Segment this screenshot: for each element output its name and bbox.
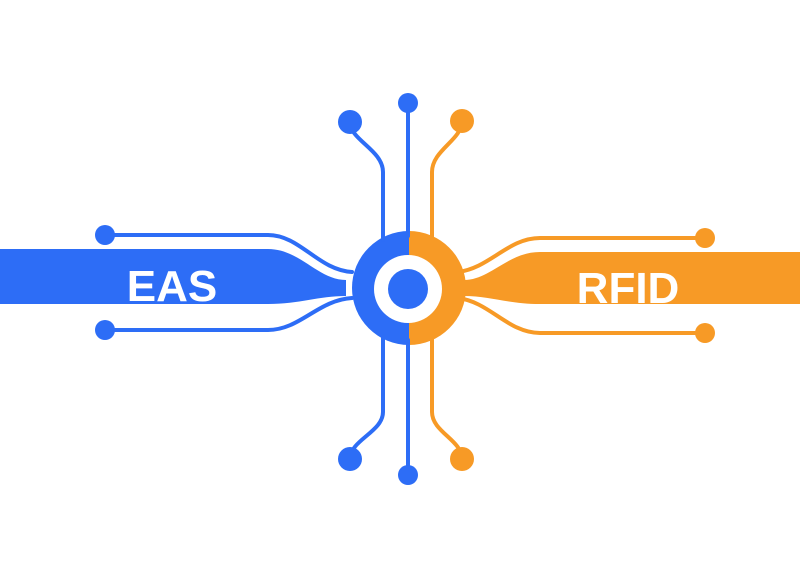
upper-left-trace [348, 120, 385, 242]
eas-trace-lower-node [95, 320, 115, 340]
lower-left-trace [348, 334, 385, 461]
lower-right-node [450, 447, 474, 471]
rfid-trace-lower-node [695, 323, 715, 343]
rfid-trace-upper-node [695, 228, 715, 248]
lower-left-node [338, 447, 362, 471]
eas-trace-upper-node [95, 225, 115, 245]
lower-center-node [398, 465, 418, 485]
rfid-label: RFID [577, 264, 680, 313]
eas-label: EAS [127, 262, 217, 311]
rfid-trace-lower [456, 296, 707, 335]
rfid-trace-upper [456, 236, 707, 274]
eas-trace-lower [103, 296, 354, 332]
upper-center-node [398, 93, 418, 113]
eas-band [0, 249, 346, 304]
upper-right-trace [430, 119, 464, 242]
lower-right-trace [430, 334, 464, 461]
rfid-band [464, 252, 800, 304]
upper-left-node [338, 110, 362, 134]
hub-core [388, 269, 428, 309]
upper-right-node [450, 109, 474, 133]
eas-trace-upper [103, 233, 354, 274]
